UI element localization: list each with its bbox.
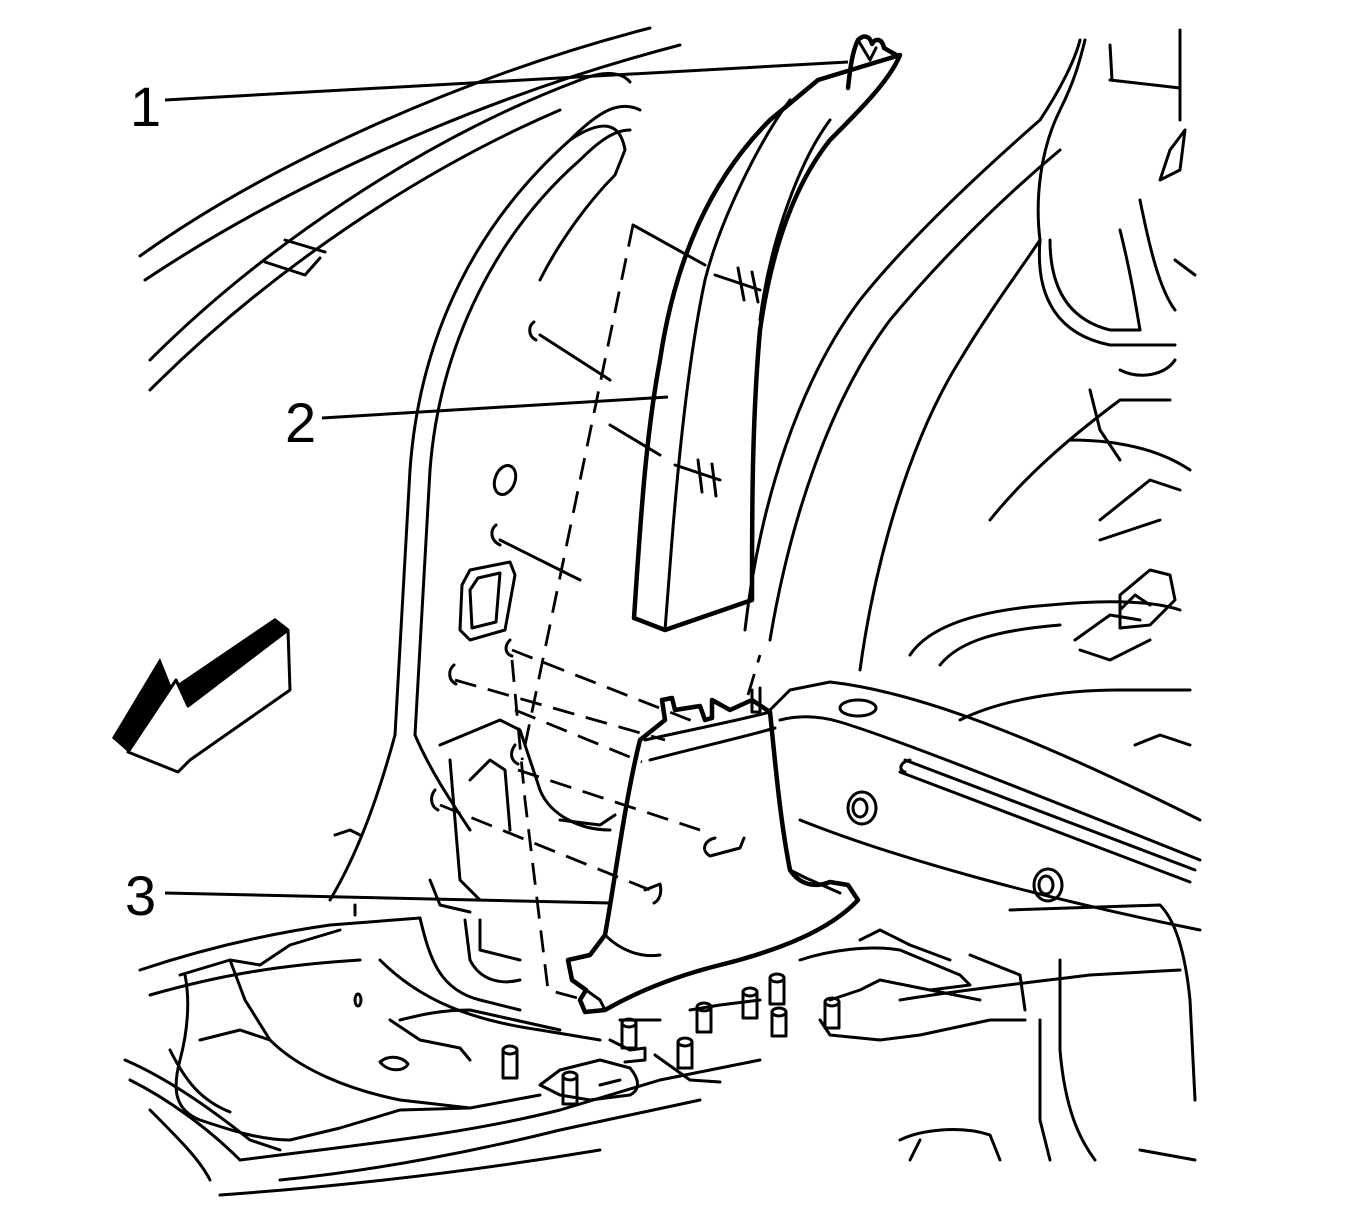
rear-body-structure (743, 28, 1197, 747)
stud (561, 1070, 579, 1106)
callout-3: 3 (125, 864, 156, 927)
stud (768, 972, 786, 1006)
leader-line-2 (321, 395, 669, 420)
stud (770, 1006, 788, 1038)
leader-line-3 (164, 891, 611, 905)
leader-line-1 (164, 60, 849, 102)
floor-studs (501, 972, 841, 1106)
callout-leaders (164, 60, 849, 905)
stud (741, 986, 759, 1020)
stud (676, 1036, 694, 1070)
floor-panel-left (123, 828, 762, 1197)
stud (620, 1017, 638, 1050)
upper-pillar-trim-panel (631, 34, 903, 633)
callout-2: 2 (285, 391, 316, 454)
stud (501, 1044, 519, 1080)
floor-panel-right (768, 680, 1202, 1162)
front-of-vehicle-arrow-icon (112, 618, 292, 774)
callout-1: 1 (130, 75, 161, 138)
stud (823, 996, 841, 1030)
stud (695, 1001, 713, 1034)
roof-rail (138, 26, 682, 392)
b-pillar-body (328, 104, 642, 902)
lower-pillar-trim-panel (565, 686, 861, 1015)
alignment-lines-lower (430, 638, 762, 1002)
alignment-lines-upper (490, 223, 707, 761)
